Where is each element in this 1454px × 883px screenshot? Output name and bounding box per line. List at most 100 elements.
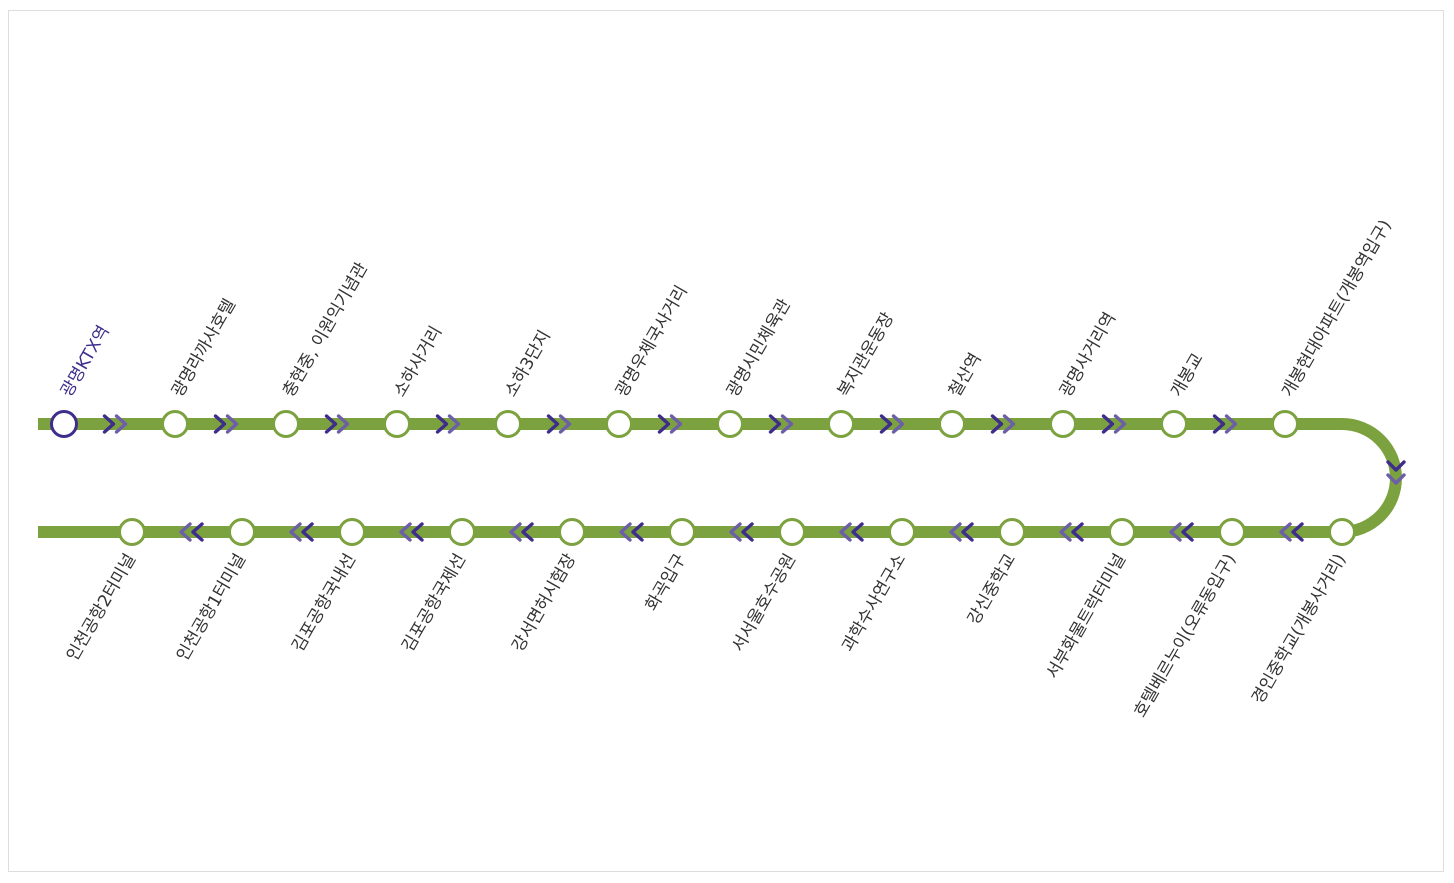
station-marker[interactable] — [494, 410, 522, 438]
direction-arrow-left — [521, 522, 534, 542]
station-marker[interactable] — [605, 410, 633, 438]
direction-arrow-right — [447, 414, 461, 434]
station-marker[interactable] — [558, 518, 586, 546]
station-marker[interactable] — [161, 410, 189, 438]
direction-arrow-right — [1002, 414, 1016, 434]
direction-arrow-left — [949, 522, 962, 542]
direction-arrow-left — [631, 522, 644, 542]
station-label: 소하사거리 — [390, 323, 446, 401]
station-label: 인천공항1터미널 — [173, 551, 250, 665]
station-label: 김포공항국내선 — [288, 551, 360, 656]
direction-arrow-left — [399, 522, 412, 542]
direction-arrow-right — [546, 414, 560, 434]
direction-arrow-left — [509, 522, 522, 542]
station-marker[interactable] — [1271, 410, 1299, 438]
station-label: 광명KTX역 — [57, 322, 114, 400]
direction-arrow-right — [1212, 414, 1226, 434]
station-marker[interactable] — [778, 518, 806, 546]
direction-arrow-right — [780, 414, 794, 434]
direction-arrow-right — [879, 414, 893, 434]
direction-arrow-left — [741, 522, 754, 542]
direction-arrow-left — [1059, 522, 1072, 542]
station-label: 강서면허시험장 — [508, 550, 580, 655]
direction-arrows — [102, 414, 1406, 542]
direction-arrow-right — [324, 414, 338, 434]
direction-arrow-left — [1181, 522, 1194, 542]
station-marker[interactable] — [827, 410, 855, 438]
direction-arrow-left — [191, 522, 204, 542]
station-label: 소하3단지 — [501, 327, 555, 401]
direction-arrow-right — [1101, 414, 1115, 434]
direction-arrow-left — [1169, 522, 1182, 542]
direction-arrow-left — [1279, 522, 1292, 542]
station-marker[interactable] — [338, 518, 366, 546]
station-marker[interactable] — [1160, 410, 1188, 438]
station-label: 호텔베르누이(오류동입구) — [1130, 551, 1240, 721]
station-marker[interactable] — [668, 518, 696, 546]
station-marker[interactable] — [118, 518, 146, 546]
station-marker[interactable] — [272, 410, 300, 438]
station-label: 서서울호수공원 — [728, 551, 800, 656]
direction-arrow-right — [435, 414, 449, 434]
direction-arrow-right — [768, 414, 782, 434]
station-label: 서부화물트럭터미널 — [1043, 551, 1131, 683]
route-line — [38, 418, 1402, 538]
station-label: 강신중학교 — [964, 551, 1020, 629]
station-marker[interactable] — [888, 518, 916, 546]
station-label: 경인중학교(개봉사거리) — [1248, 551, 1350, 708]
station-label: 과학수사연구소 — [838, 551, 910, 656]
route-track — [38, 418, 1402, 538]
direction-arrow-left — [729, 522, 742, 542]
station-label: 광명라까사호텔 — [168, 296, 240, 401]
direction-arrow-left — [851, 522, 864, 542]
station-label: 화곡입구 — [642, 551, 691, 615]
direction-arrow-right — [225, 414, 239, 434]
direction-arrow-down — [1386, 460, 1406, 472]
station-marker[interactable] — [1328, 518, 1356, 546]
direction-arrow-right — [891, 414, 905, 434]
station-marker[interactable] — [383, 410, 411, 438]
station-marker[interactable] — [1049, 410, 1077, 438]
direction-arrow-right — [1224, 414, 1238, 434]
route-map-frame — [8, 10, 1444, 872]
direction-arrow-right — [1113, 414, 1127, 434]
direction-arrow-right — [114, 414, 128, 434]
station-label: 인천공항2터미널 — [63, 551, 140, 665]
direction-arrow-right — [102, 414, 116, 434]
station-markers — [50, 410, 1356, 546]
direction-arrow-down — [1386, 473, 1406, 485]
station-marker[interactable] — [938, 410, 966, 438]
direction-arrow-left — [961, 522, 974, 542]
station-marker[interactable] — [998, 518, 1026, 546]
station-label: 복지관운동장 — [834, 309, 898, 401]
station-label: 김포공항국제선 — [398, 551, 470, 656]
station-marker[interactable] — [448, 518, 476, 546]
station-label: 개봉현대아파트(개봉역입구) — [1278, 216, 1396, 400]
station-marker[interactable] — [1218, 518, 1246, 546]
direction-arrow-left — [839, 522, 852, 542]
direction-arrow-left — [1071, 522, 1084, 542]
station-label: 철산역 — [945, 350, 986, 401]
direction-arrow-right — [657, 414, 671, 434]
direction-arrow-right — [669, 414, 683, 434]
direction-arrow-left — [301, 522, 314, 542]
station-marker[interactable] — [228, 518, 256, 546]
direction-arrow-left — [179, 522, 192, 542]
direction-arrow-right — [336, 414, 350, 434]
station-label: 개봉교 — [1167, 350, 1208, 401]
direction-arrow-left — [619, 522, 632, 542]
direction-arrow-right — [213, 414, 227, 434]
station-marker[interactable] — [716, 410, 744, 438]
direction-arrow-left — [1291, 522, 1304, 542]
direction-arrow-right — [558, 414, 572, 434]
station-label: 광명시민체육관 — [723, 296, 795, 401]
station-label: 광명사거리역 — [1056, 309, 1120, 400]
station-marker[interactable] — [1108, 518, 1136, 546]
direction-arrow-right — [990, 414, 1004, 434]
direction-arrow-left — [289, 522, 302, 542]
station-marker[interactable] — [50, 410, 78, 438]
station-label: 충현중, 이원익기념관 — [279, 259, 372, 400]
direction-arrow-left — [411, 522, 424, 542]
